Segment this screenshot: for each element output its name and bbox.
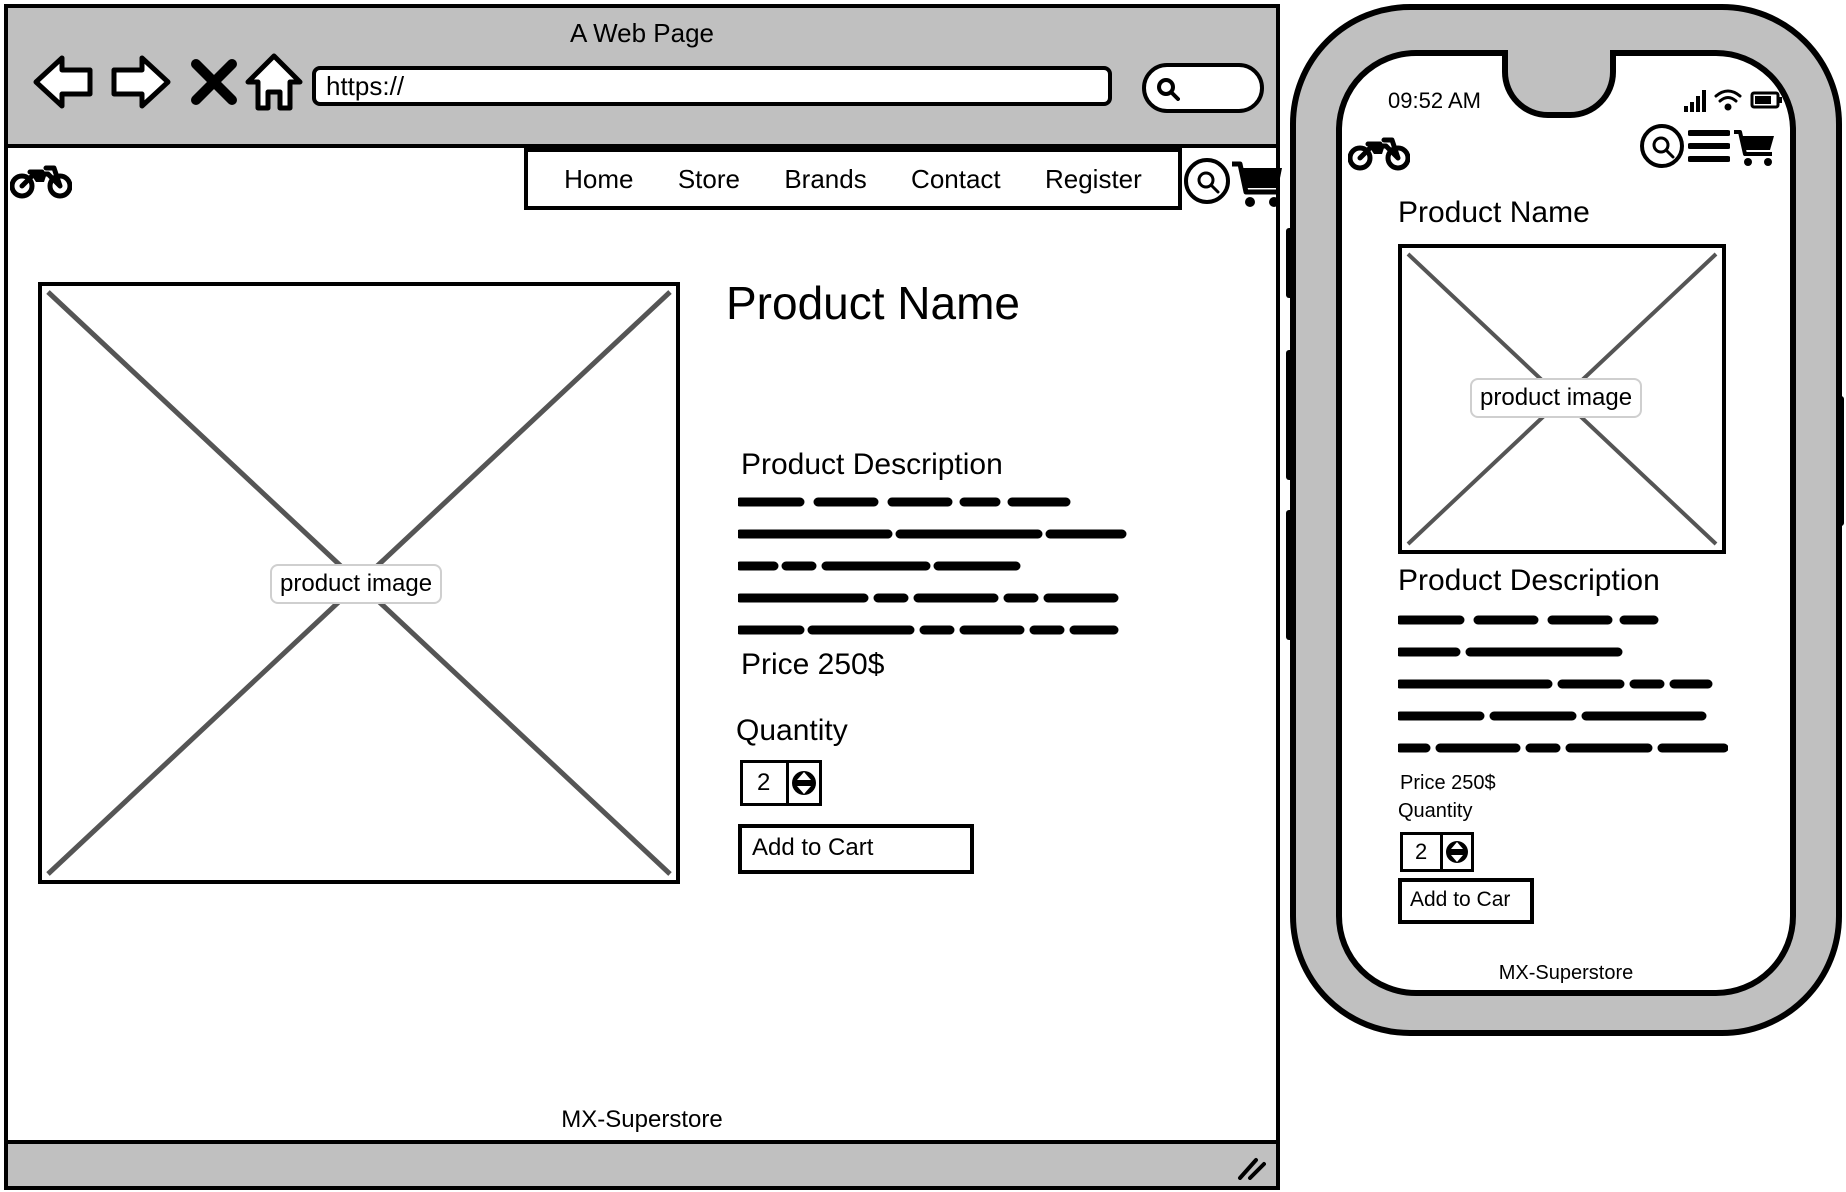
status-icons — [1684, 89, 1782, 112]
quantity-stepper[interactable]: 2 — [1400, 832, 1474, 872]
cart-icon[interactable] — [1230, 160, 1284, 210]
motorcycle-icon[interactable] — [10, 160, 72, 200]
close-icon[interactable] — [182, 50, 246, 114]
product-name: Product Name — [1398, 196, 1590, 229]
product-name: Product Name — [726, 277, 1021, 329]
add-to-cart-button[interactable]: Add to Cart — [738, 824, 974, 874]
quantity-label: Quantity — [736, 714, 848, 747]
hamburger-menu-icon[interactable] — [1688, 128, 1730, 164]
product-image-label: product image — [270, 564, 443, 604]
url-input[interactable]: https:// — [312, 66, 1112, 106]
search-icon — [1652, 136, 1675, 159]
site-search-button[interactable] — [1184, 158, 1230, 204]
browser-search-field[interactable] — [1142, 63, 1264, 113]
search-icon — [1197, 171, 1220, 194]
product-image: product image — [38, 282, 680, 884]
stepper-arrows-icon[interactable] — [786, 763, 819, 803]
add-to-cart-button[interactable]: Add to Car — [1398, 878, 1534, 924]
browser-title-bar: A Web Page https:// — [8, 8, 1276, 148]
quantity-value: 2 — [1415, 839, 1428, 864]
product-description-text — [1398, 615, 1728, 753]
browser-window: A Web Page https:// Home Store Bra — [4, 4, 1282, 1190]
product-description-title: Product Description — [1398, 564, 1660, 597]
main-navigation: Home Store Brands Contact Register — [524, 148, 1182, 210]
quantity-value: 2 — [757, 769, 771, 796]
mobile-search-button[interactable] — [1640, 124, 1684, 168]
quantity-label: Quantity — [1398, 800, 1473, 822]
browser-status-bar — [8, 1140, 1276, 1186]
product-price: Price 250$ — [741, 648, 885, 681]
window-title: A Web Page — [569, 18, 715, 48]
nav-register[interactable]: Register — [1044, 163, 1142, 194]
nav-brands[interactable]: Brands — [784, 163, 867, 194]
footer-brand: MX-Superstore — [561, 1106, 723, 1133]
nav-contact[interactable]: Contact — [911, 163, 1001, 194]
wifi-icon — [1714, 89, 1742, 111]
product-description-text — [738, 497, 1127, 635]
arrow-left-icon[interactable] — [32, 50, 96, 114]
cart-icon[interactable] — [1732, 128, 1776, 168]
motorcycle-icon[interactable] — [1348, 132, 1410, 172]
footer-brand: MX-Superstore — [1498, 962, 1634, 984]
phone-notch — [1502, 50, 1616, 118]
product-description-title: Product Description — [741, 448, 1003, 481]
resize-grip-icon[interactable] — [1236, 1154, 1266, 1180]
product-price: Price 250$ — [1400, 772, 1496, 794]
signal-icon — [1684, 90, 1706, 112]
product-image: product image — [1398, 244, 1726, 554]
product-image-label: product image — [1470, 378, 1643, 418]
arrow-right-icon[interactable] — [108, 50, 172, 114]
battery-icon — [1750, 91, 1782, 109]
phone-screen: 09:52 AM — [1336, 50, 1796, 996]
stepper-arrows-icon[interactable] — [1440, 835, 1471, 869]
home-icon[interactable] — [242, 50, 306, 114]
status-time: 09:52 AM — [1388, 88, 1481, 113]
quantity-stepper[interactable]: 2 — [740, 760, 822, 806]
nav-home[interactable]: Home — [564, 163, 634, 194]
search-icon — [1157, 78, 1180, 101]
phone-device: 09:52 AM — [1290, 4, 1842, 1036]
nav-store[interactable]: Store — [677, 163, 740, 194]
